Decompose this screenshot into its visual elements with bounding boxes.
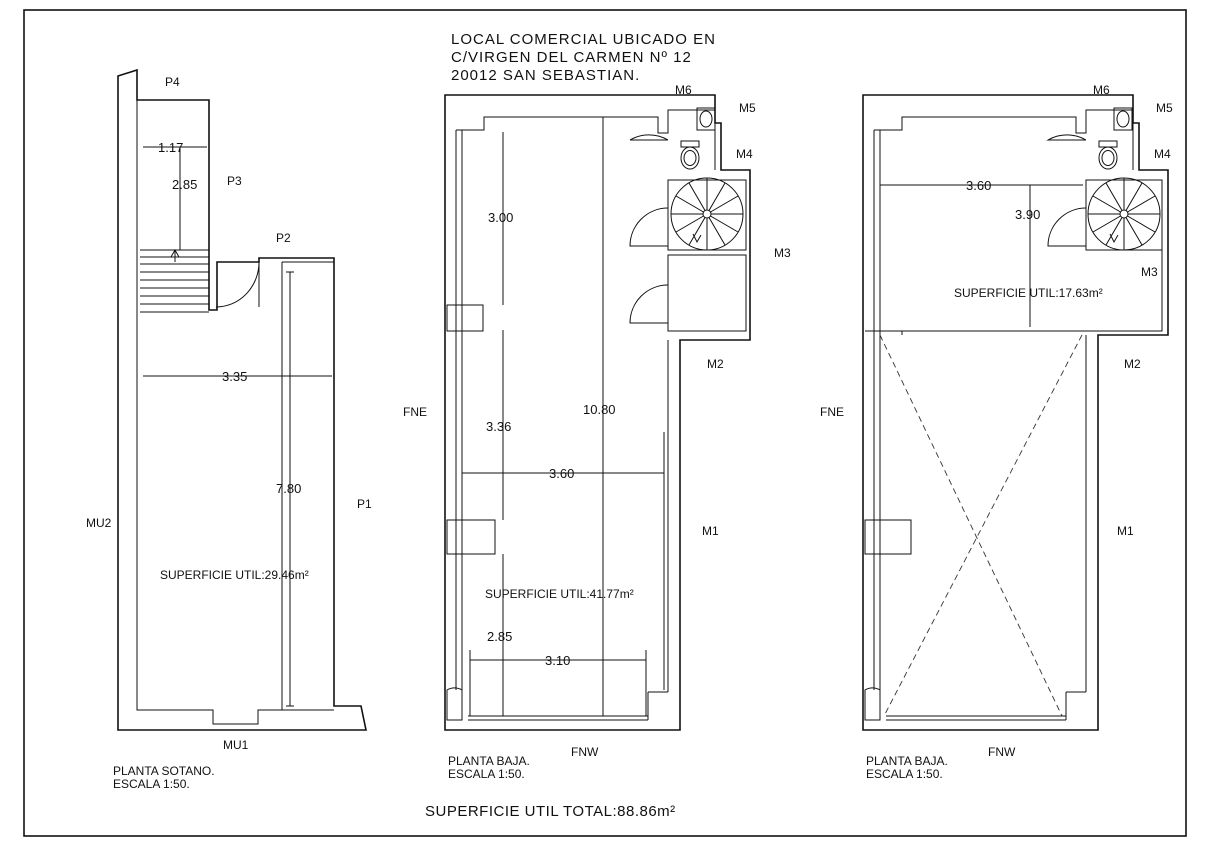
title-line-1: LOCAL COMERCIAL UBICADO EN (451, 31, 716, 48)
dim-3-36: 3.36 (486, 419, 511, 434)
entre-sink (1113, 107, 1133, 131)
dim-10-80: 10.80 (583, 402, 616, 417)
baja-storage-room (667, 254, 747, 332)
label-mu1: MU1 (223, 738, 249, 752)
baja-caption-name: PLANTA BAJA. (448, 754, 530, 768)
dim-2-85: 2.85 (172, 177, 197, 192)
baja-pilaster-2 (446, 519, 496, 555)
entre-toilet (1098, 140, 1118, 170)
dim-3-35: 3.35 (222, 369, 247, 384)
entre-wc-door (1046, 134, 1087, 141)
label-m1: M1 (702, 524, 719, 538)
dim-3-10: 3.10 (545, 653, 570, 668)
label-fne-entre: FNE (820, 405, 844, 419)
sheet-border (23, 9, 1187, 837)
entre-void-diagonal-1 (879, 334, 1063, 717)
label-fne: FNE (403, 405, 427, 419)
sotano-stairs (140, 248, 209, 313)
entre-caption-name: PLANTA BAJA. (866, 754, 948, 768)
dim-7-80: 7.80 (276, 481, 301, 496)
entre-stair-door (1047, 207, 1087, 247)
dim-1-17: 1.17 (158, 140, 183, 155)
title-line-3: 20012 SAN SEBASTIAN. (451, 67, 640, 84)
entre-inner-wall (874, 109, 1134, 170)
sotano-area: SUPERFICIE UTIL:29.46m² (160, 568, 309, 582)
label-m2: M2 (707, 357, 724, 371)
label-p1: P1 (357, 497, 372, 511)
label-m5-entre: M5 (1156, 101, 1173, 115)
label-m3: M3 (774, 246, 791, 260)
label-fnw-entre: FNW (988, 745, 1016, 759)
label-m4-entre: M4 (1154, 147, 1171, 161)
plan-entreplanta: 3.60 3.90 SUPERFICIE UTIL:17.63m² M6 M5 … (820, 83, 1173, 781)
baja-toilet (680, 140, 700, 170)
sotano-outer-wall (117, 68, 367, 731)
dim-3-60: 3.60 (549, 466, 574, 481)
dim-2-85-baja: 2.85 (487, 629, 512, 644)
baja-storage-door (629, 284, 669, 324)
baja-spiral-stair (670, 177, 744, 251)
sotano-caption-scale: ESCALA 1:50. (113, 777, 190, 791)
label-m6-entre: M6 (1093, 83, 1110, 97)
label-m5: M5 (739, 101, 756, 115)
label-p2: P2 (276, 231, 291, 245)
dim-3-90: 3.90 (1015, 207, 1040, 222)
label-m2-entre: M2 (1124, 357, 1141, 371)
dim-3-60-entre: 3.60 (966, 178, 991, 193)
label-m4: M4 (736, 147, 753, 161)
entre-column (864, 687, 881, 721)
entre-pilaster (864, 519, 912, 555)
label-m1-entre: M1 (1117, 524, 1134, 538)
plan-sotano: 1.17 2.85 3.35 7.80 SUPERFICIE UTIL:29.4… (86, 68, 372, 791)
entre-caption-scale: ESCALA 1:50. (866, 767, 943, 781)
baja-pilaster-1 (446, 304, 484, 332)
label-p4: P4 (165, 75, 180, 89)
baja-stair-door (629, 207, 669, 247)
baja-area: SUPERFICIE UTIL:41.77m² (485, 587, 634, 601)
label-p3: P3 (227, 174, 242, 188)
sotano-door (215, 261, 260, 308)
plan-baja: 3.00 3.36 10.80 3.60 2.85 3.10 SUPERFICI… (403, 83, 791, 781)
label-mu2: MU2 (86, 516, 112, 530)
entre-void-diagonal-2 (883, 334, 1083, 717)
entre-outer-wall (862, 94, 1169, 731)
baja-caption-scale: ESCALA 1:50. (448, 767, 525, 781)
entre-spiral-stair (1087, 177, 1161, 251)
baja-inner-wall (456, 109, 716, 170)
label-fnw: FNW (571, 745, 599, 759)
label-m6: M6 (675, 83, 692, 97)
baja-column (446, 687, 463, 721)
title-line-2: C/VIRGEN DEL CARMEN Nº 12 (451, 49, 692, 66)
total-area: SUPERFICIE UTIL TOTAL:88.86m² (425, 803, 676, 820)
entre-area: SUPERFICIE UTIL:17.63m² (954, 286, 1103, 300)
baja-sink (696, 107, 716, 131)
sotano-inner-wall (136, 100, 334, 725)
sotano-caption-name: PLANTA SOTANO. (113, 764, 215, 778)
baja-wc-door (629, 134, 669, 141)
label-m3-entre: M3 (1141, 265, 1158, 279)
dim-3-00: 3.00 (488, 210, 513, 225)
